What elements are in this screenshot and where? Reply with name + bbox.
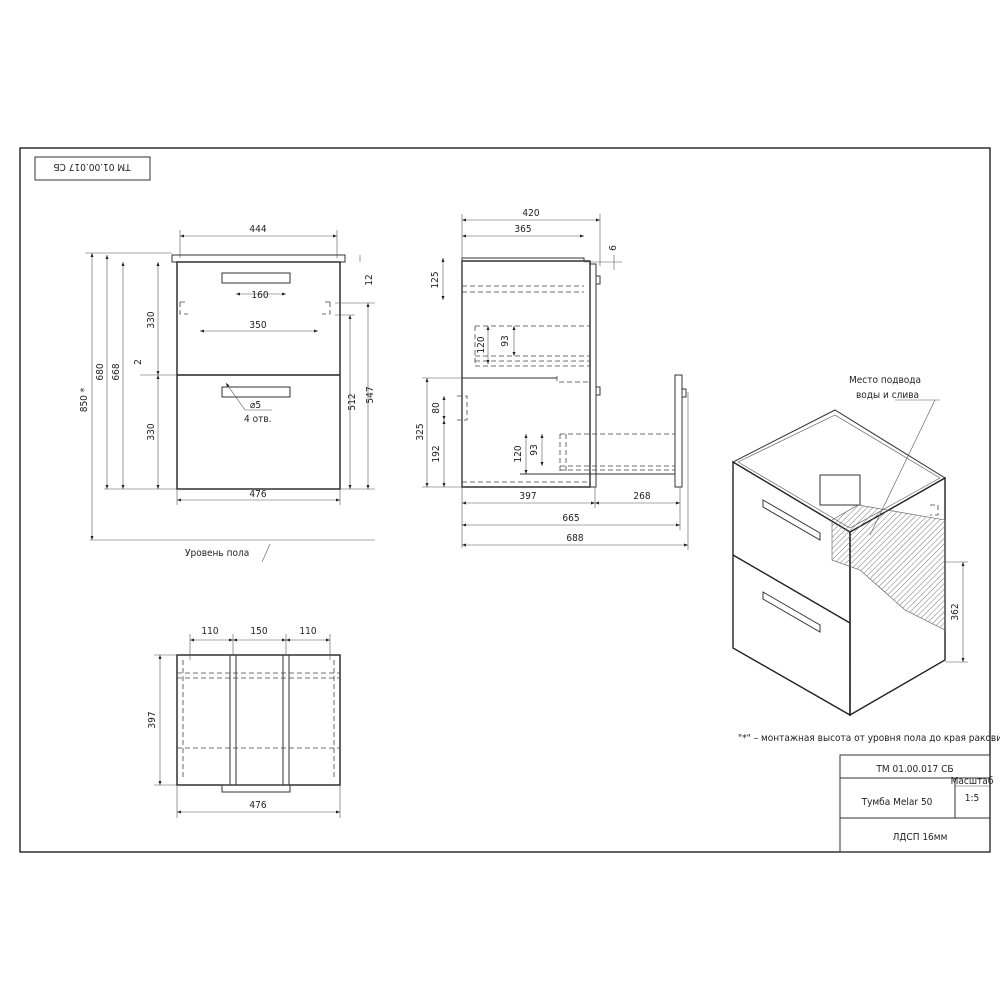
dim-93-bottom: 93 xyxy=(529,444,540,455)
dim-850: 850 * xyxy=(79,387,90,412)
dim-12: 12 xyxy=(364,274,375,285)
dim-476: 476 xyxy=(249,489,266,500)
stamp-code: ТМ 01.00.017 СБ xyxy=(53,161,131,172)
dim-150: 150 xyxy=(250,626,267,637)
dim-110-right: 110 xyxy=(299,626,316,637)
doc-code: ТМ 01.00.017 СБ xyxy=(875,764,953,775)
dim-93-top: 93 xyxy=(500,335,511,346)
dim-125: 125 xyxy=(430,271,441,288)
iso-handle-bottom xyxy=(762,591,821,633)
drawing-frame xyxy=(19,147,991,853)
plumbing-label-1: Место подвода xyxy=(849,375,921,386)
dim-325: 325 xyxy=(415,423,426,440)
dim-365: 365 xyxy=(514,224,531,235)
dim-80: 80 xyxy=(431,402,442,414)
mounting-height-note: "*" – монтажная высота от уровня пола до… xyxy=(738,733,1000,744)
dim-6: 6 xyxy=(608,245,619,251)
dim-688: 688 xyxy=(566,533,583,544)
dim-665: 665 xyxy=(562,513,579,524)
material: ЛДСП 16мм xyxy=(893,832,948,843)
scale-label: Масштаб xyxy=(951,775,994,787)
bottom-view: 110 150 110 397 476 xyxy=(147,626,341,818)
dim-397-bottom: 397 xyxy=(147,711,158,728)
dim-160: 160 xyxy=(251,290,268,301)
title-block: ТМ 01.00.017 СБ Тумба Melar 50 Масштаб 1… xyxy=(839,754,994,853)
handle-top xyxy=(221,272,291,284)
dim-547: 547 xyxy=(365,386,376,403)
handle-bottom xyxy=(221,386,291,398)
hole-diameter: ⌀5 xyxy=(250,400,261,411)
dim-268: 268 xyxy=(633,491,650,502)
dim-330-top: 330 xyxy=(146,311,157,328)
rotated-stamp: ТМ 01.00.017 СБ xyxy=(34,156,151,181)
dim-120-bottom: 120 xyxy=(513,445,524,462)
scale-value: 1:5 xyxy=(965,793,979,804)
plumbing-area xyxy=(831,504,946,631)
dim-120-top: 120 xyxy=(476,336,487,353)
plumbing-label-2: воды и слива xyxy=(856,390,919,401)
floor-level-label: Уровень пола xyxy=(185,548,249,559)
side-view: 420 365 6 125 120 93 325 80 192 120 93 3… xyxy=(415,208,689,550)
dim-330-bottom: 330 xyxy=(146,423,157,440)
dim-110-left: 110 xyxy=(201,626,218,637)
dim-420: 420 xyxy=(522,208,539,219)
hole-count: 4 отв. xyxy=(244,414,271,425)
dim-668: 668 xyxy=(111,363,122,380)
dim-2: 2 xyxy=(133,359,144,365)
dim-362: 362 xyxy=(950,603,961,620)
dim-680: 680 xyxy=(95,363,106,380)
iso-handle-top xyxy=(762,499,821,541)
dim-476-bottom: 476 xyxy=(249,800,266,811)
dim-350: 350 xyxy=(249,320,266,331)
front-view: 444 476 160 350 850 * 680 668 330 330 2 … xyxy=(79,224,376,563)
dim-444: 444 xyxy=(249,224,266,235)
dim-512: 512 xyxy=(347,393,358,410)
isometric-view: Место подвода воды и слива 362 xyxy=(731,375,968,717)
dim-397: 397 xyxy=(519,491,536,502)
product-name: Тумба Melar 50 xyxy=(861,796,933,808)
dim-192: 192 xyxy=(431,445,442,462)
